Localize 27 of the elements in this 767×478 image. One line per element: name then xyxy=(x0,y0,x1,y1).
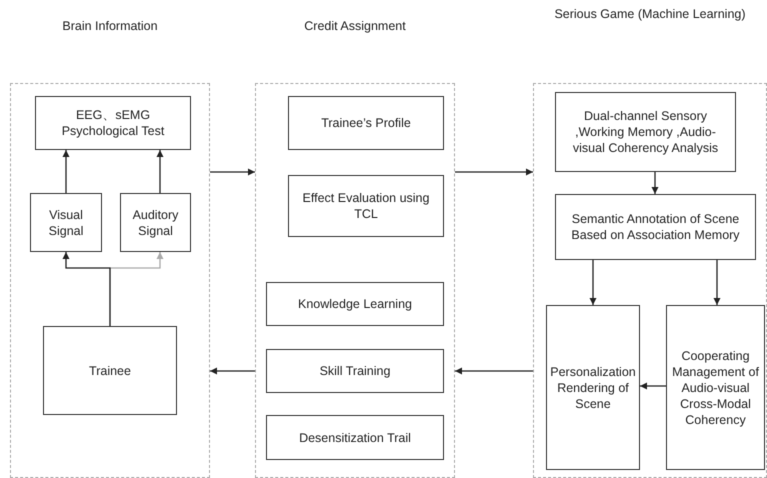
process-box: Auditory Signal xyxy=(120,193,191,252)
process-box: Personalization Rendering of Scene xyxy=(546,305,640,470)
arrow xyxy=(210,368,255,374)
panel-heading: Credit Assignment xyxy=(303,18,407,35)
process-box: Visual Signal xyxy=(30,193,102,252)
process-box: Effect Evaluation using TCL xyxy=(288,175,444,237)
panel-heading: Serious Game (Machine Learning) xyxy=(554,6,746,23)
arrow xyxy=(652,172,658,194)
process-box: Semantic Annotation of Scene Based on Association Memory xyxy=(555,194,756,260)
process-box: EEG、sEMG Psychological Test xyxy=(35,96,191,150)
process-box: Knowledge Learning xyxy=(266,282,444,326)
process-box: Skill Training xyxy=(266,349,444,393)
arrow xyxy=(62,150,70,193)
arrow xyxy=(455,368,533,374)
arrow xyxy=(62,252,111,326)
arrow xyxy=(210,168,255,176)
process-box: Desensitization Trail xyxy=(266,415,444,460)
panel-heading: Brain Information xyxy=(61,18,159,35)
arrow xyxy=(714,260,720,305)
arrow xyxy=(590,260,596,305)
arrow xyxy=(455,168,533,176)
arrow xyxy=(156,150,164,193)
process-box: Trainee’s Profile xyxy=(288,96,444,150)
process-box: Cooperating Management of Audio-visual Cross-Modal Coherency xyxy=(666,305,765,470)
process-box: Dual-channel Sensory ,Working Memory ,Audio-visual Coherency Analysis xyxy=(555,92,736,172)
arrow xyxy=(640,382,666,390)
process-box: Trainee xyxy=(43,326,177,415)
